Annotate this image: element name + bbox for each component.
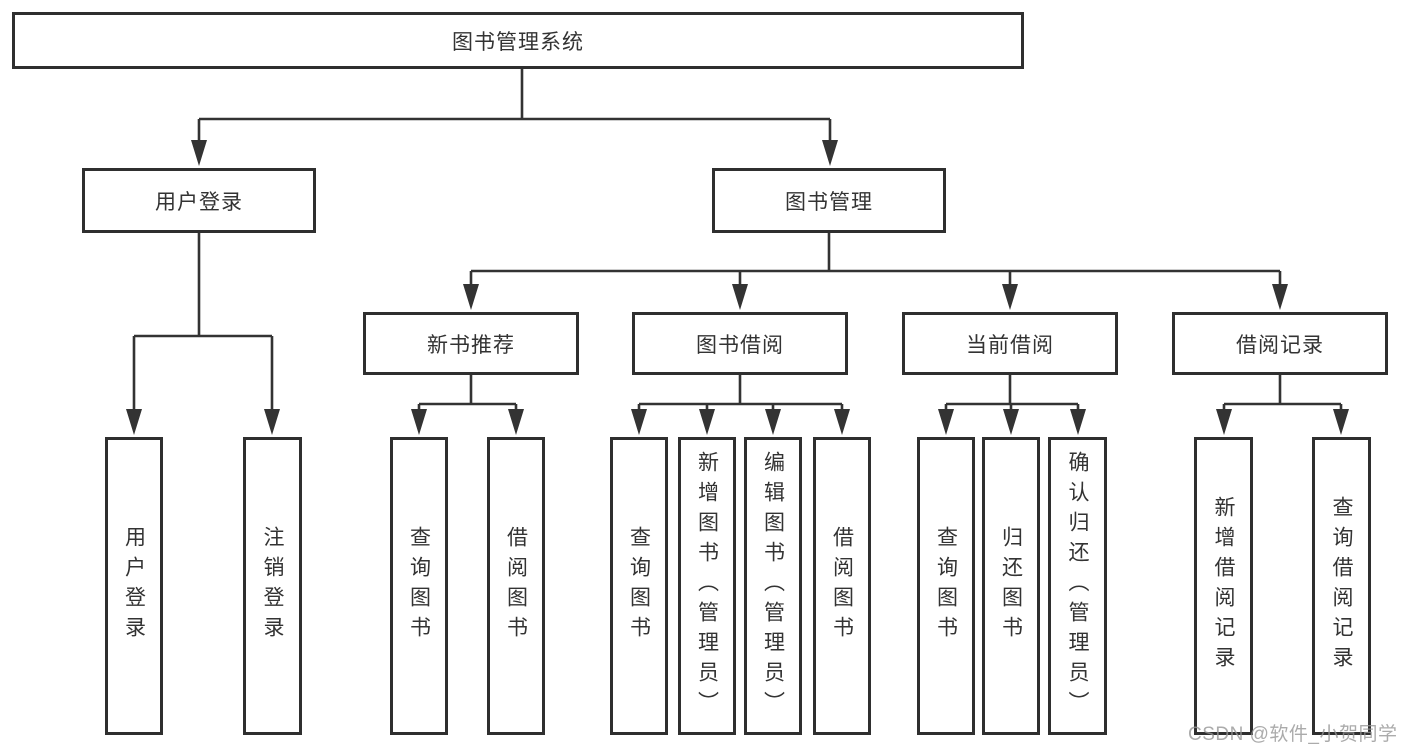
leaf-current-query-books: 查询图书 xyxy=(917,437,975,735)
leaf-records-query-record: 查询借阅记录 xyxy=(1312,437,1371,735)
leaf-borrowing-query-books-label: 查询图书 xyxy=(627,526,651,646)
leaf-records-add-record: 新增借阅记录 xyxy=(1194,437,1253,735)
leaf-borrowing-borrow-books-label: 借阅图书 xyxy=(830,526,854,646)
leaf-recommend-query-books: 查询图书 xyxy=(390,437,448,735)
node-book-borrowing: 图书借阅 xyxy=(632,312,848,375)
leaf-current-query-books-label: 查询图书 xyxy=(934,526,958,646)
node-current-borrowing-label: 当前借阅 xyxy=(966,333,1054,357)
leaf-borrowing-add-books-admin: 新增图书（管理员） xyxy=(678,437,736,735)
node-borrowing-records: 借阅记录 xyxy=(1172,312,1388,375)
leaf-records-add-record-label: 新增借阅记录 xyxy=(1212,496,1235,676)
node-new-book-recommend-label: 新书推荐 xyxy=(427,333,515,357)
node-library-system-label: 图书管理系统 xyxy=(452,30,584,54)
connector-lines xyxy=(132,69,1343,412)
leaf-borrowing-edit-books-admin: 编辑图书（管理员） xyxy=(744,437,802,735)
leaf-recommend-borrow-books-label: 借阅图书 xyxy=(504,526,528,646)
leaf-logout: 注销登录 xyxy=(243,437,302,735)
leaf-borrowing-borrow-books: 借阅图书 xyxy=(813,437,871,735)
leaf-borrowing-add-books-admin-label: 新增图书（管理员） xyxy=(695,451,719,721)
leaf-current-confirm-return-admin: 确认归还（管理员） xyxy=(1048,437,1107,735)
node-borrowing-records-label: 借阅记录 xyxy=(1236,333,1324,357)
leaf-current-return-books: 归还图书 xyxy=(982,437,1040,735)
leaf-current-confirm-return-admin-label: 确认归还（管理员） xyxy=(1066,451,1089,721)
leaf-borrowing-query-books: 查询图书 xyxy=(610,437,668,735)
watermark: CSDN @软件_小贺同学 xyxy=(1188,724,1398,745)
leaf-current-return-books-label: 归还图书 xyxy=(999,526,1023,646)
node-user-login: 用户登录 xyxy=(82,168,316,233)
leaf-recommend-borrow-books: 借阅图书 xyxy=(487,437,545,735)
node-new-book-recommend: 新书推荐 xyxy=(363,312,579,375)
leaf-borrowing-edit-books-admin-label: 编辑图书（管理员） xyxy=(761,451,785,721)
leaf-user-login: 用户登录 xyxy=(105,437,163,735)
leaf-recommend-query-books-label: 查询图书 xyxy=(407,526,431,646)
node-book-management: 图书管理 xyxy=(712,168,946,233)
node-book-borrowing-label: 图书借阅 xyxy=(696,333,784,357)
node-current-borrowing: 当前借阅 xyxy=(902,312,1118,375)
leaf-user-login-label: 用户登录 xyxy=(122,526,146,646)
node-user-login-label: 用户登录 xyxy=(155,190,243,214)
leaf-records-query-record-label: 查询借阅记录 xyxy=(1330,496,1353,676)
leaf-logout-label: 注销登录 xyxy=(261,526,284,646)
node-library-system: 图书管理系统 xyxy=(12,12,1024,69)
arrowhead-icons xyxy=(126,140,1349,435)
node-book-management-label: 图书管理 xyxy=(785,190,873,214)
